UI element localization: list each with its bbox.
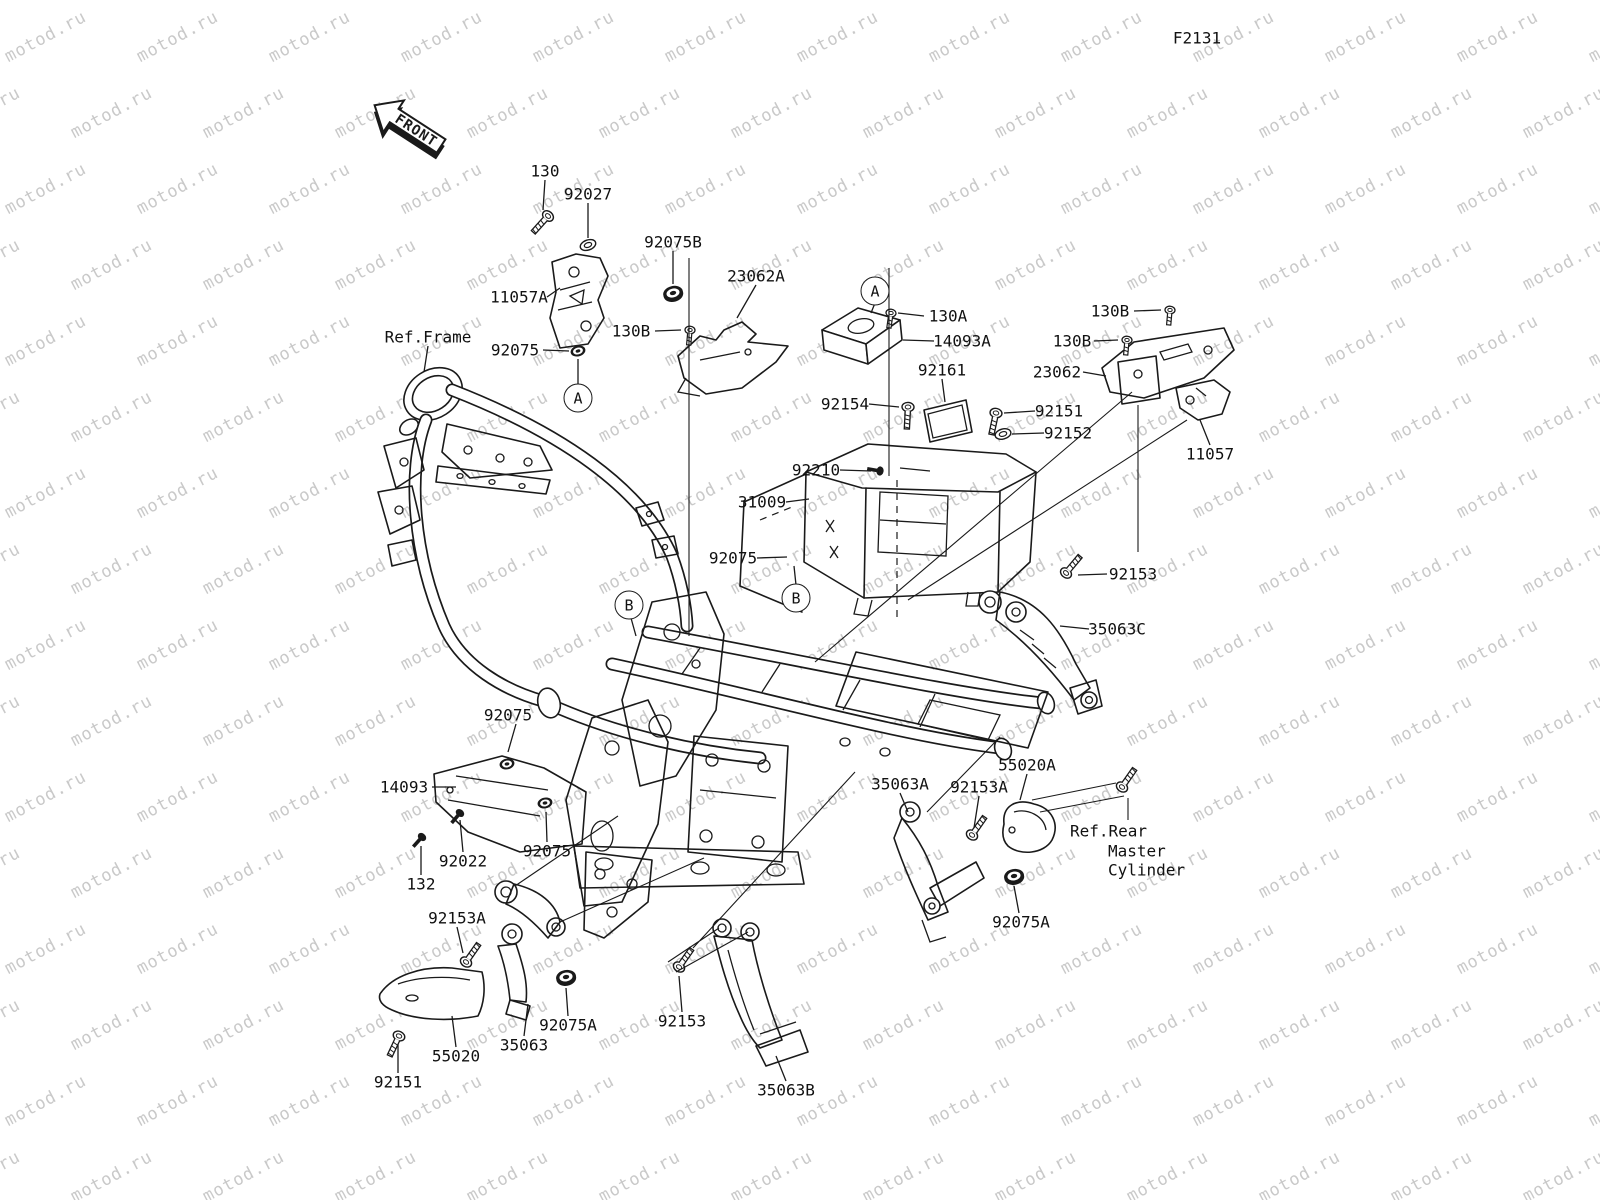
figure-code: F2131 <box>1172 28 1222 48</box>
part-label-132: 132 <box>406 874 436 894</box>
part-label-130B: 130B <box>1052 331 1092 351</box>
part-label-23062: 23062 <box>1032 362 1082 382</box>
part-label-92153A: 92153A <box>950 777 1008 797</box>
part-label-130A: 130A <box>928 306 968 326</box>
part-label-92075: 92075 <box>490 340 540 360</box>
part-label-35063C: 35063C <box>1088 619 1146 639</box>
part-label-92075A: 92075A <box>539 1015 597 1035</box>
part-label-11057: 11057 <box>1185 444 1235 464</box>
part-label-92075: 92075 <box>708 548 758 568</box>
part-label-92075B: 92075B <box>644 232 702 252</box>
part-label-92151: 92151 <box>1034 401 1084 421</box>
part-label-Ref-Rear: Ref.Rear <box>1070 821 1148 841</box>
balloon-B: B <box>781 583 811 613</box>
part-label-92075: 92075 <box>483 705 533 725</box>
part-label-130B: 130B <box>1090 301 1130 321</box>
part-label-31009: 31009 <box>737 492 787 512</box>
part-label-92153: 92153 <box>1108 564 1158 584</box>
part-label-35063: 35063 <box>499 1035 549 1055</box>
leader-lines <box>397 179 1211 1082</box>
part-label-92154: 92154 <box>820 394 870 414</box>
part-label-92152: 92152 <box>1043 423 1093 443</box>
exploded-parts <box>378 253 1235 1067</box>
balloon-A: A <box>563 383 593 413</box>
part-label-23062A: 23062A <box>727 266 785 286</box>
part-label-35063B: 35063B <box>757 1080 815 1100</box>
part-label-92161: 92161 <box>917 360 967 380</box>
part-label-35063A: 35063A <box>871 774 929 794</box>
part-label-92153: 92153 <box>657 1011 707 1031</box>
part-label-130B: 130B <box>611 321 651 341</box>
part-label-92210: 92210 <box>791 460 841 480</box>
part-label-92022: 92022 <box>438 851 488 871</box>
part-label-14093: 14093 <box>379 777 429 797</box>
part-label-55020A: 55020A <box>998 755 1056 775</box>
part-label-92075: 92075 <box>522 841 572 861</box>
part-label-Ref-Frame: Ref.Frame <box>384 327 472 347</box>
frame-drawing <box>377 366 1056 939</box>
part-label-14093A: 14093A <box>933 331 991 351</box>
part-label-55020: 55020 <box>431 1046 481 1066</box>
part-label-11057A: 11057A <box>490 287 548 307</box>
part-label-92153A: 92153A <box>428 908 486 928</box>
balloon-A: A <box>860 276 890 306</box>
part-label-130: 130 <box>530 161 560 181</box>
part-label-Cylinder: Cylinder <box>1108 860 1186 880</box>
part-label-92151: 92151 <box>373 1072 423 1092</box>
balloon-B: B <box>614 590 644 620</box>
part-label-92075A: 92075A <box>992 912 1050 932</box>
part-label-Master: Master <box>1108 841 1166 861</box>
part-label-92027: 92027 <box>563 184 613 204</box>
